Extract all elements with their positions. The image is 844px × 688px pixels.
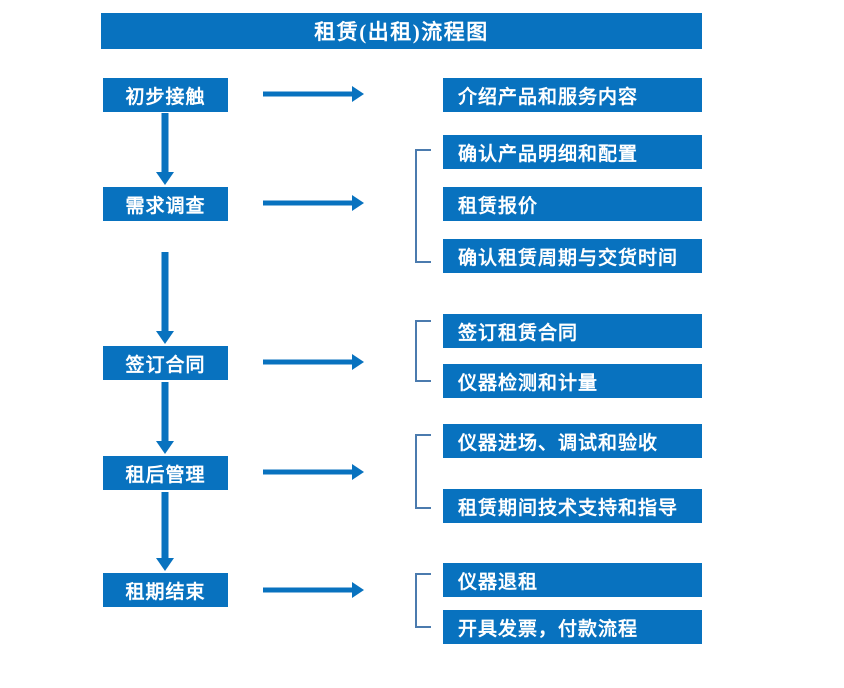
detail-box-5[interactable]: 签订租赁合同 <box>443 314 702 348</box>
arrow-shaft <box>263 587 355 593</box>
vertical-arrow-3 <box>152 382 178 454</box>
detail-box-1[interactable]: 介绍产品和服务内容 <box>443 78 702 112</box>
detail-box-4[interactable]: 确认租赁周期与交货时间 <box>443 239 702 273</box>
arrow-head-icon <box>156 172 174 185</box>
arrow-shaft <box>263 200 355 206</box>
vertical-arrow-2 <box>152 252 178 344</box>
arrow-shaft <box>161 492 169 559</box>
arrow-head-icon <box>352 464 364 480</box>
stage-box-3[interactable]: 签订合同 <box>103 346 228 380</box>
arrow-shaft <box>263 91 355 97</box>
detail-box-7[interactable]: 仪器进场、调试和验收 <box>443 424 702 458</box>
arrow-shaft <box>161 382 169 442</box>
stage-box-5[interactable]: 租期结束 <box>103 573 228 607</box>
detail-box-2[interactable]: 确认产品明细和配置 <box>443 135 702 169</box>
diagram-title: 租赁(出租)流程图 <box>101 13 702 49</box>
stage-box-2[interactable]: 需求调查 <box>103 187 228 221</box>
horizontal-arrow-3 <box>263 353 364 371</box>
arrow-shaft <box>161 113 169 173</box>
vertical-arrow-1 <box>152 113 178 185</box>
group-bracket-4 <box>415 573 431 628</box>
arrow-head-icon <box>352 354 364 370</box>
horizontal-arrow-5 <box>263 581 364 599</box>
vertical-arrow-4 <box>152 492 178 571</box>
arrow-head-icon <box>156 331 174 344</box>
arrow-shaft <box>263 469 355 475</box>
detail-box-8[interactable]: 租赁期间技术支持和指导 <box>443 489 702 523</box>
detail-box-10[interactable]: 开具发票，付款流程 <box>443 610 702 644</box>
group-bracket-1 <box>415 149 431 263</box>
arrow-shaft <box>263 359 355 365</box>
arrow-head-icon <box>352 195 364 211</box>
arrow-shaft <box>161 252 169 332</box>
horizontal-arrow-2 <box>263 194 364 212</box>
group-bracket-2 <box>415 320 431 382</box>
stage-box-4[interactable]: 租后管理 <box>103 456 228 490</box>
detail-box-6[interactable]: 仪器检测和计量 <box>443 364 702 398</box>
horizontal-arrow-4 <box>263 463 364 481</box>
arrow-head-icon <box>156 441 174 454</box>
stage-box-1[interactable]: 初步接触 <box>103 78 228 112</box>
detail-box-3[interactable]: 租赁报价 <box>443 187 702 221</box>
detail-box-9[interactable]: 仪器退租 <box>443 563 702 597</box>
arrow-head-icon <box>352 86 364 102</box>
arrow-head-icon <box>156 558 174 571</box>
arrow-head-icon <box>352 582 364 598</box>
horizontal-arrow-1 <box>263 85 364 103</box>
group-bracket-3 <box>415 434 431 509</box>
